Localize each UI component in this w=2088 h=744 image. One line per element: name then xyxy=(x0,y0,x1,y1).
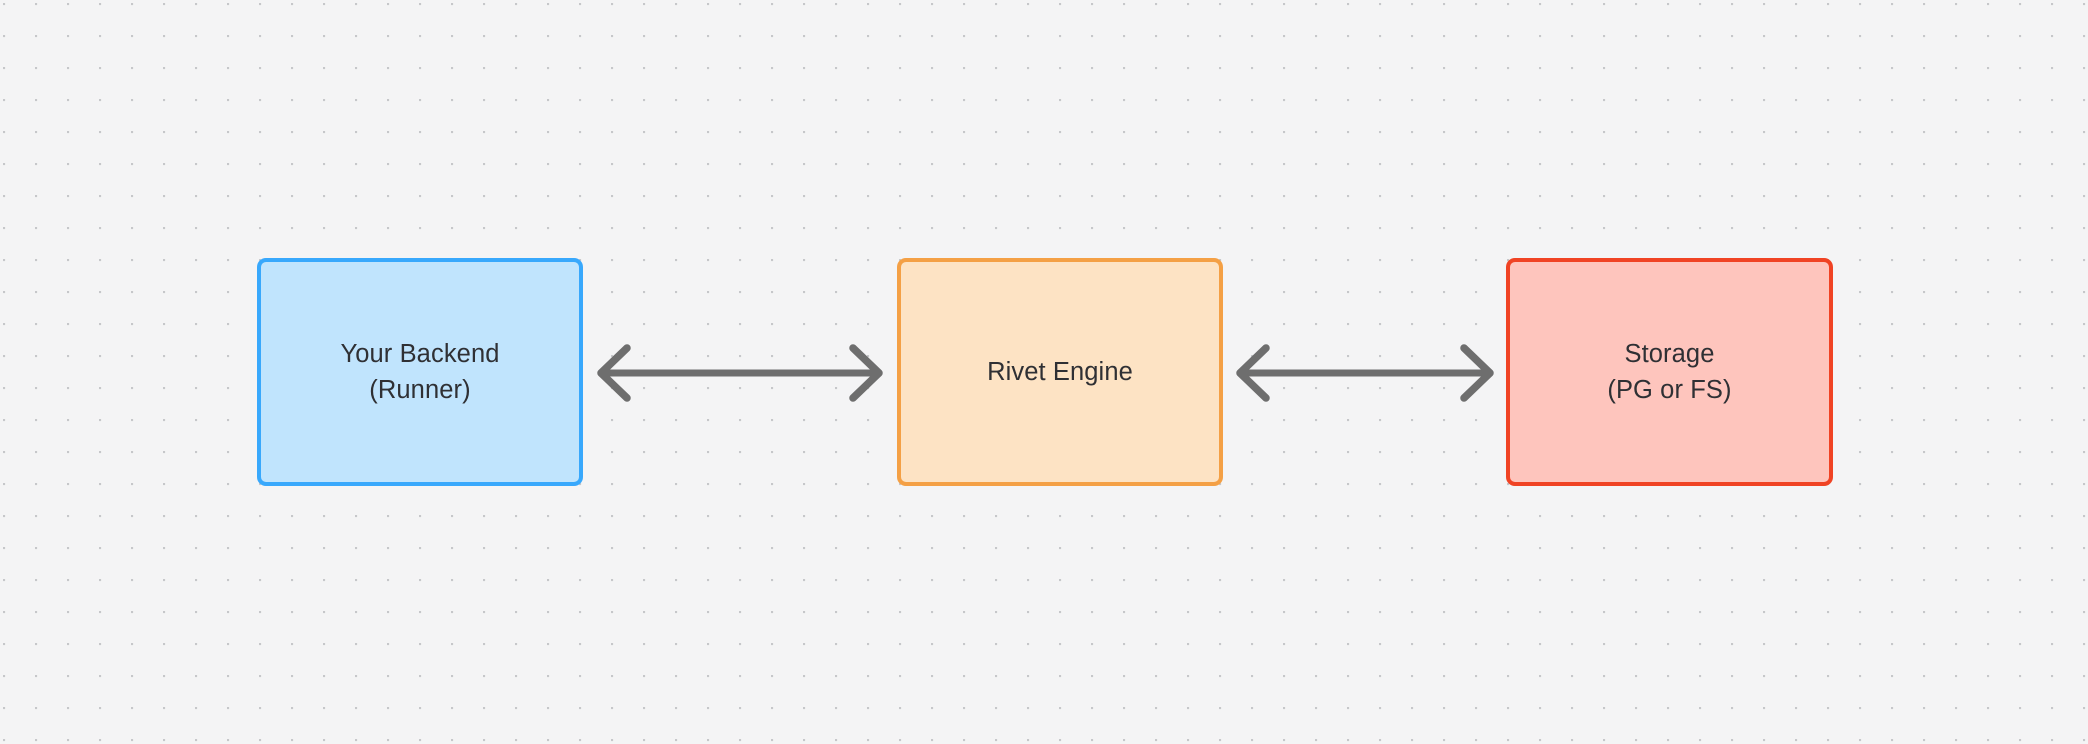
node-your-backend-runner[interactable]: Your Backend (Runner) xyxy=(257,258,583,486)
node-storage-pg-or-fs[interactable]: Storage (PG or FS) xyxy=(1506,258,1833,486)
node-label-line-1: Your Backend xyxy=(340,340,500,368)
bidirectional-arrow-icon xyxy=(1236,344,1494,402)
bidirectional-arrow-icon xyxy=(597,344,883,402)
node-label-line-1: Rivet Engine xyxy=(987,358,1133,386)
node-rivet-engine[interactable]: Rivet Engine xyxy=(897,258,1223,486)
node-label-line-2: (Runner) xyxy=(369,376,471,404)
edge-engine-to-storage xyxy=(1234,340,1496,406)
edge-backend-to-engine xyxy=(595,340,885,406)
node-label-line-1: Storage xyxy=(1624,340,1715,368)
node-label-line-2: (PG or FS) xyxy=(1607,376,1732,404)
